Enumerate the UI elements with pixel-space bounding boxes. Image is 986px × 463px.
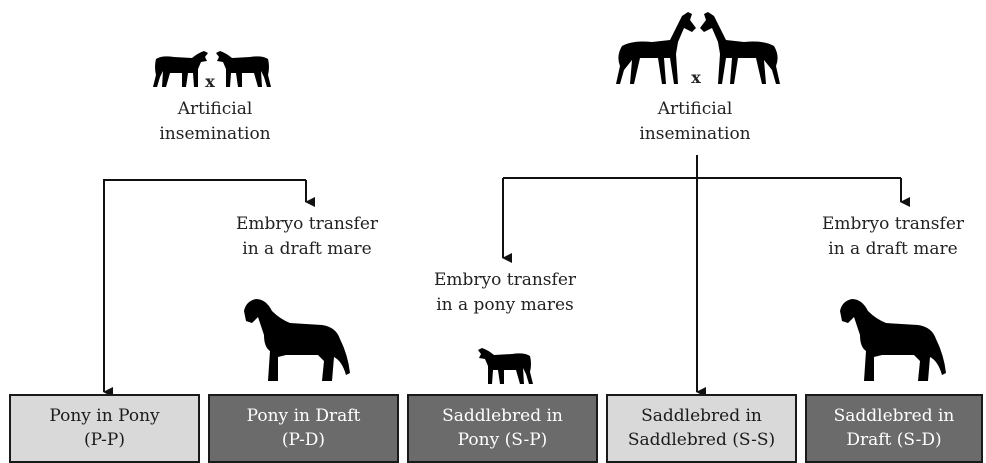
cross-symbol-saddlebred: x — [691, 68, 701, 87]
pony-icon — [216, 51, 271, 87]
draft-horse-icon — [244, 299, 350, 381]
group-box-pony-in-pony: Pony in Pony (P-P) — [9, 394, 200, 463]
connector-pony-left — [103, 179, 306, 397]
group-box-saddlebred-in-saddlebred: Saddlebred in Saddlebred (S-S) — [606, 394, 797, 463]
transfer-saddlebred-draft-label: Embryo transfer in a draft mare — [821, 214, 965, 259]
group-box-pony-in-draft: Pony in Draft (P-D) — [208, 394, 399, 463]
transfer-saddlebred-pony-label: Embryo transfer in a pony mares — [433, 270, 577, 315]
draft-horse-icon — [840, 299, 946, 381]
pony-insemination-label: Artificial insemination — [159, 99, 271, 144]
saddlebred-insemination-label: Artificial insemination — [639, 99, 751, 144]
transfer-pony-draft-label: Embryo transfer in a draft mare — [235, 214, 379, 259]
group-box-saddlebred-in-pony: Saddlebred in Pony (S-P) — [407, 394, 598, 463]
pony-icon — [478, 348, 533, 384]
cross-symbol-pony: x — [205, 72, 215, 91]
saddlebred-icon — [616, 12, 696, 84]
saddlebred-icon — [700, 12, 780, 84]
group-box-saddlebred-in-draft: Saddlebred in Draft (S-D) — [805, 394, 983, 463]
pony-icon — [153, 51, 208, 87]
